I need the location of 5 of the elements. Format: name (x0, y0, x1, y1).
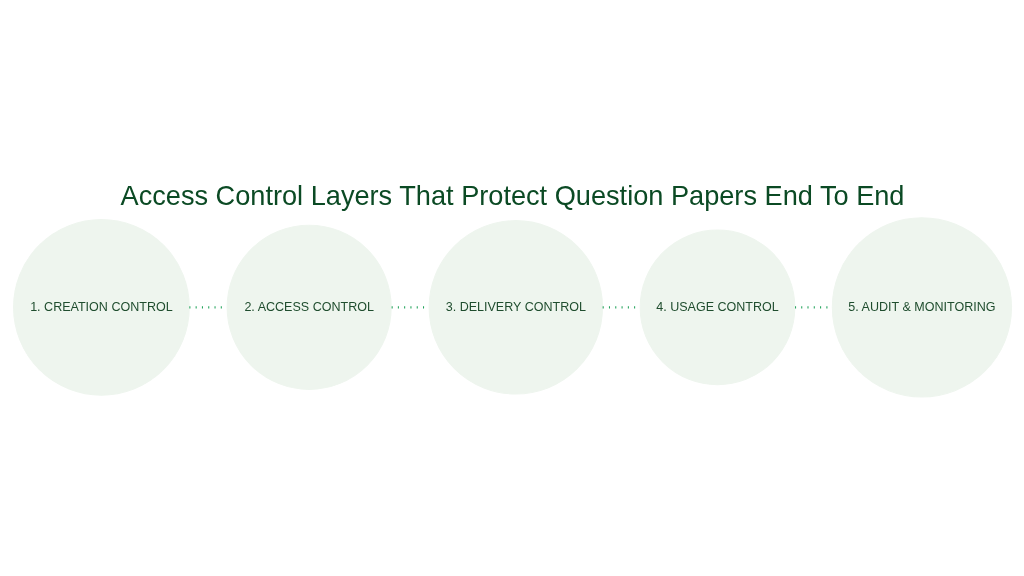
node-circle: 1. CREATION CONTROL (12, 218, 190, 396)
node-circle: 2. ACCESS CONTROL (226, 224, 392, 390)
diagram-title: Access Control Layers That Protect Question Papers End To End (120, 180, 904, 212)
node-circle: 3. DELIVERY CONTROL (428, 220, 603, 395)
node-circle: 4. USAGE CONTROL (639, 229, 795, 386)
